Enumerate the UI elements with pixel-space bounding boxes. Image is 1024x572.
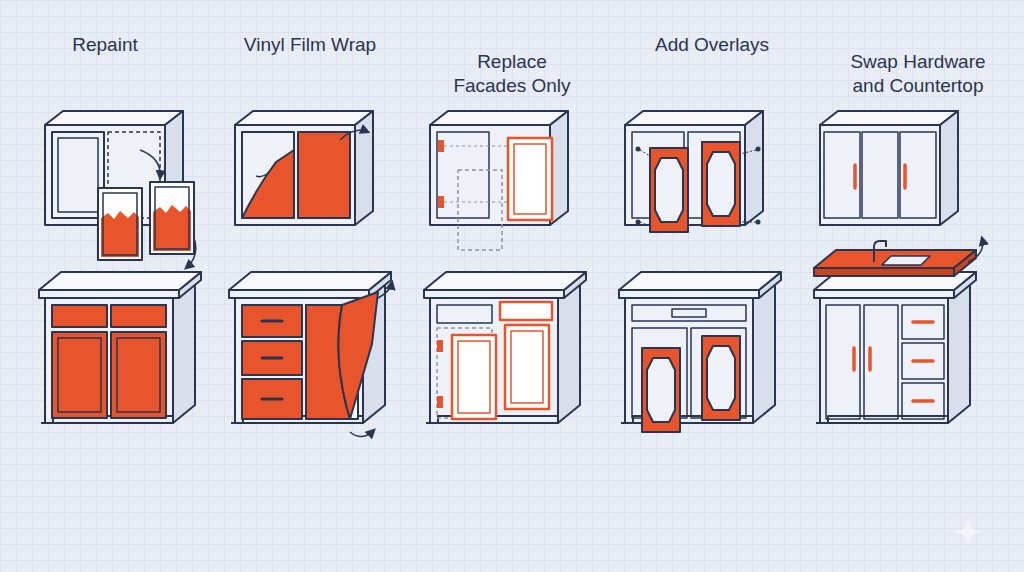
new-handle — [854, 348, 870, 370]
door-overlay — [642, 348, 680, 432]
facade-inset — [458, 341, 490, 413]
countertop-edge — [814, 268, 954, 276]
door-outline — [52, 132, 104, 218]
painted-door — [52, 332, 107, 418]
column-heading: Add Overlays — [627, 33, 797, 57]
faucet — [874, 241, 886, 262]
door-overlay — [702, 336, 740, 420]
guide-line — [640, 150, 756, 226]
door-outline — [437, 132, 489, 218]
wall-cabinet — [625, 111, 763, 225]
facade-inset — [511, 331, 543, 403]
new-countertop — [814, 250, 976, 268]
hinge — [437, 340, 443, 352]
door-outline — [862, 132, 898, 218]
peel-arrow — [378, 282, 392, 298]
door-inset — [58, 338, 101, 412]
wall-cabinet — [820, 111, 958, 225]
swap-arrow — [968, 238, 983, 262]
new-facade — [505, 325, 549, 409]
painted-drawer — [52, 305, 107, 327]
new-drawer-front — [500, 302, 552, 320]
new-handle — [913, 322, 933, 401]
hinge — [438, 140, 444, 152]
wall-cabinet — [430, 111, 568, 225]
overlay-illustration — [619, 111, 781, 432]
guide-line — [444, 146, 508, 202]
sink — [882, 256, 930, 265]
hinge — [438, 196, 444, 208]
base-cabinet — [814, 272, 976, 423]
painted-door — [98, 188, 142, 260]
peel-arrow — [340, 130, 368, 140]
door-inset — [58, 138, 98, 212]
facade-illustration — [424, 111, 586, 423]
wall-cabinet — [235, 111, 373, 225]
move-arrow — [186, 238, 196, 268]
repaint-illustration — [39, 111, 201, 423]
base-cabinet — [229, 272, 391, 423]
vinyl-film — [298, 132, 350, 218]
peeling-film — [338, 292, 378, 419]
column-heading: Repaint — [25, 33, 185, 57]
hinge — [437, 396, 443, 408]
painted-door — [111, 332, 166, 418]
screw — [636, 220, 641, 225]
screw — [636, 147, 641, 152]
new-facade — [508, 138, 552, 220]
base-cabinet — [39, 272, 201, 423]
drawer-band — [632, 305, 746, 321]
new-handle — [855, 165, 905, 188]
new-facade — [452, 335, 496, 419]
watermark-sparkle — [956, 520, 980, 544]
hardware-illustration — [814, 111, 983, 423]
column-heading: Swap Hardware and Countertop — [843, 50, 993, 98]
move-arrow — [140, 150, 160, 178]
door-outline — [242, 132, 294, 218]
peel-arrow — [350, 430, 374, 437]
vinyl-film — [242, 150, 294, 218]
drawer-inset — [672, 309, 706, 317]
base-cabinet — [424, 272, 586, 423]
facade-inset — [514, 144, 546, 214]
door-overlay — [650, 148, 688, 232]
ghost-door — [458, 170, 502, 250]
vinyl-illustration — [229, 111, 392, 437]
drawer-handle — [262, 321, 282, 399]
painted-door — [150, 182, 194, 254]
film-curl — [256, 162, 276, 177]
door-inset — [117, 338, 160, 412]
door-overlay — [702, 142, 740, 226]
column-heading: Replace Facades Only — [442, 50, 582, 98]
painted-drawer — [111, 305, 166, 327]
drawer-outline — [437, 305, 492, 323]
countertop-side — [954, 250, 976, 276]
column-heading: Vinyl Film Wrap — [220, 33, 400, 57]
screw — [756, 220, 761, 225]
screw — [756, 147, 761, 152]
